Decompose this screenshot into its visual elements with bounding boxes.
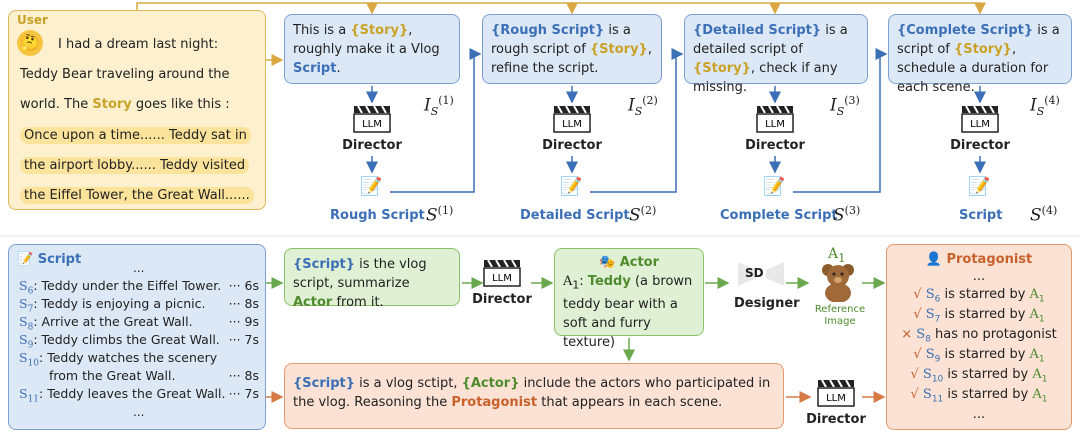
script-title: 📝 Script (17, 252, 82, 267)
llm-director-1: LLM Director (342, 104, 402, 153)
output-label-1: Rough Script (330, 208, 425, 223)
llm-label: LLM (562, 119, 582, 130)
output-label-4: Script (959, 208, 1003, 223)
script-row: S11: Teddy leaves the Great Wall.··· 7s (19, 386, 259, 405)
llm-director-5: LLM Director (472, 258, 532, 307)
llm-label: LLM (765, 119, 785, 130)
prompt-box-4: {Complete Script} is a script of {Story}… (888, 14, 1072, 95)
director-label: Director (542, 138, 602, 153)
actor-description: A1: Teddy (a brown teddy bear with a sof… (563, 274, 693, 350)
ref-label: A1 (828, 246, 846, 265)
clapperboard-icon: LLM (817, 379, 855, 407)
document-edit-icon: 📝 (968, 176, 991, 197)
protagonist-box: 👤 Protagonist ... √ S6 is starred by A1 √… (886, 244, 1072, 430)
script-row: from the Great Wall.··· 8s (49, 368, 259, 383)
llm-director-3: LLM Director (745, 104, 805, 153)
director-label: Director (806, 412, 866, 427)
sd-hourglass-icon (738, 262, 784, 286)
script-row: S10: Teddy watches the scenery (19, 350, 218, 369)
script-ellipsis-top: ... (133, 261, 145, 275)
script-row: S6: Teddy under the Eiffel Tower.··· 6s (19, 278, 259, 297)
protagonist-row: √ S9 is starred by A1 (913, 347, 1045, 365)
llm-label: LLM (492, 273, 512, 284)
output-symbol-1: S(1) (426, 204, 454, 226)
prompt-box-2: {Rough Script} is a rough script of {Sto… (482, 14, 662, 84)
script-row: S9: Teddy climbs the Great Wall.··· 7s (19, 332, 259, 351)
llm-director-4: LLM Director (950, 104, 1010, 153)
story-line-1: Once upon a time...... Teddy sat in (20, 121, 264, 151)
script-row: S7: Teddy is enjoying a picnic.··· 8s (19, 296, 259, 315)
script-box: 📝 Script ... S6: Teddy under the Eiffel … (8, 244, 266, 430)
user-line-1: I had a dream last night: (58, 37, 219, 52)
output-symbol-4: S(4) (1030, 204, 1058, 226)
sd-label: SD (745, 266, 764, 280)
prompt-box-1: This is a {Story}, roughly make it a Vlo… (284, 14, 460, 84)
document-edit-icon: 📝 (560, 176, 583, 197)
director-label: Director (472, 292, 532, 307)
output-symbol-3: S(3) (833, 204, 861, 226)
director-label: Director (950, 138, 1010, 153)
user-line-3: world. The Story goes like this : (20, 97, 230, 112)
protagonist-row: √ S6 is starred by A1 (913, 287, 1045, 305)
person-icon: 👤 (925, 252, 942, 267)
protagonist-row: √ S10 is starred by A1 (910, 367, 1048, 385)
director-label: Director (745, 138, 805, 153)
output-symbol-2: S(2) (629, 204, 657, 226)
llm-director-2: LLM Director (542, 104, 602, 153)
teddy-bear-image (822, 264, 854, 302)
user-input-box (8, 10, 266, 210)
llm-label: LLM (362, 119, 382, 130)
summarize-actor-box: {Script} is the vlog script, summarize A… (284, 248, 460, 310)
actor-title: 🎭 Actor (598, 255, 660, 270)
document-edit-icon: 📝 (763, 176, 786, 197)
story-line-3: the Eiffel Tower, the Great Wall...... (20, 181, 264, 211)
script-doc-icon: 📝 (17, 252, 34, 267)
director-label: Director (342, 138, 402, 153)
protagonist-title: 👤 Protagonist (925, 252, 1033, 267)
instruction-symbol-4: IS(4) (1030, 94, 1060, 119)
instruction-symbol-3: IS(3) (830, 94, 860, 119)
protagonist-row: × S8 has no protagonist (901, 327, 1057, 345)
script-row: S8: Arrive at the Great Wall.··· 9s (19, 314, 259, 333)
thinking-face-icon: 🤔 (17, 30, 43, 56)
llm-label: LLM (970, 119, 990, 130)
llm-label: LLM (826, 393, 846, 404)
protagonist-row: √ S7 is starred by A1 (913, 307, 1045, 325)
protagonist-ellipsis-top: ... (972, 269, 986, 284)
theater-masks-icon: 🎭 (598, 255, 616, 270)
document-edit-icon: 📝 (360, 176, 383, 197)
protagonist-prompt-box: {Script} is a vlog sctipt, {Actor} inclu… (284, 363, 784, 429)
script-ellipsis-bottom: ... (133, 405, 145, 419)
clapperboard-icon: LLM (483, 259, 521, 287)
llm-director-6: LLM Director (806, 378, 866, 427)
instruction-symbol-1: IS(1) (424, 94, 454, 119)
prompt-box-3: {Detailed Script} is a detailed script o… (684, 14, 868, 95)
clapperboard-icon: LLM (756, 105, 794, 133)
instruction-symbol-2: IS(2) (628, 94, 658, 119)
clapperboard-icon: LLM (553, 105, 591, 133)
output-label-3: Complete Script (720, 208, 838, 223)
clapperboard-icon: LLM (353, 105, 391, 133)
protagonist-row: √ S11 is starred by A1 (910, 387, 1048, 405)
protagonist-ellipsis-bottom: ... (972, 407, 986, 422)
user-label: User (17, 13, 48, 27)
story-line-2: the airport lobby...... Teddy visited (20, 151, 264, 181)
clapperboard-icon: LLM (961, 105, 999, 133)
user-line-2: Teddy Bear traveling around the (20, 67, 230, 82)
actor-box: 🎭 Actor A1: Teddy (a brown teddy bear wi… (554, 248, 704, 350)
output-label-2: Detailed Script (520, 208, 630, 223)
designer-label: Designer (734, 296, 800, 311)
